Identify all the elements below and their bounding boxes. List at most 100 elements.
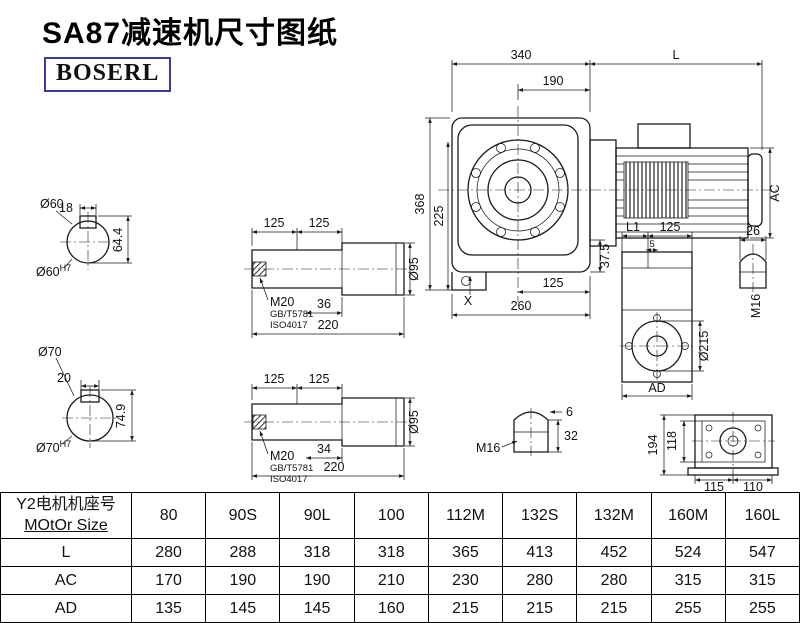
value-cell: 210: [353, 566, 429, 595]
shaft-section-60: 18 64.4 Ø60 Ø60H7: [36, 197, 132, 279]
dim-220: 220: [318, 318, 339, 332]
value-cell: 524: [650, 538, 726, 567]
value-cell: 255: [724, 594, 800, 623]
dim-key-depth-74-9: 74.9: [114, 404, 128, 428]
col-header-90s: 90S: [205, 492, 281, 539]
col-header-160l: 160L: [724, 492, 800, 539]
dim-125-b: 125: [309, 216, 330, 230]
dim-L1: L1: [626, 220, 640, 234]
dim-220: 220: [324, 460, 345, 474]
dim-6: 6: [566, 405, 573, 419]
value-cell: 215: [502, 594, 578, 623]
plug-detail: 6 32 M16: [476, 405, 578, 456]
dim-125-a: 125: [264, 372, 285, 386]
dim-125-b: 125: [309, 372, 330, 386]
dim-key-width-20: 20: [57, 371, 71, 385]
shaft-detail-top: 125 125 M20 GB/T5781 ISO4017 36 220 Ø95: [244, 216, 421, 338]
dim-key-width-18: 18: [59, 201, 73, 215]
label-m20: M20: [270, 295, 294, 309]
motor-size-header-cell: Y2电机机座号 MOtOr Size: [0, 492, 132, 539]
dim-36: 36: [317, 297, 331, 311]
dim-110: 110: [743, 480, 763, 492]
col-header-112m: 112M: [427, 492, 504, 539]
label-m20: M20: [270, 449, 294, 463]
value-cell: 315: [724, 566, 800, 595]
table-row-AC: AC 170 190 190 210 230 280 280 315 315: [0, 566, 800, 595]
col-header-90l: 90L: [279, 492, 355, 539]
dim-d215: Ø215: [697, 331, 711, 362]
dim-115: 115: [704, 480, 724, 492]
label-gb-std: GB/T5781: [270, 309, 313, 320]
dim-340: 340: [511, 48, 532, 62]
value-cell: 547: [724, 538, 800, 567]
boserl-logo: BOSERL: [44, 57, 172, 92]
dim-118: 118: [665, 431, 679, 451]
page-title: SA87减速机尺寸图纸: [42, 17, 339, 50]
col-header-160m: 160M: [650, 492, 726, 539]
dim-32: 32: [564, 429, 578, 443]
value-cell: 315: [650, 566, 726, 595]
shaft-section-70: 20 74.9 Ø70 Ø70H7: [36, 345, 136, 455]
dim-26: 26: [746, 224, 760, 238]
value-cell: 190: [279, 566, 355, 595]
value-cell: 318: [279, 538, 355, 567]
dim-AD: AD: [648, 381, 665, 395]
label-m16-plug: M16: [476, 441, 500, 455]
value-cell: 280: [502, 566, 578, 595]
dim-368: 368: [413, 194, 427, 215]
gearbox-bottom-view: 194 118 115 110: [646, 412, 779, 492]
value-cell: 215: [427, 594, 504, 623]
value-cell: 190: [205, 566, 281, 595]
table-row-L: L 280 288 318 318 365 413 452 524 547: [0, 538, 800, 567]
gearbox-side-view: L1 125 5 26 M16 Ø215 AD: [620, 220, 767, 400]
label-d70: Ø70: [38, 345, 62, 359]
logo-text: BOSERL: [56, 60, 160, 86]
dim-AC: AC: [768, 184, 782, 201]
row-label-AD: AD: [0, 594, 132, 623]
value-cell: 170: [130, 566, 207, 595]
value-cell: 452: [576, 538, 652, 567]
gearbox-motor-view: [438, 106, 778, 302]
label-d60-h7: Ø60H7: [36, 263, 71, 279]
technical-drawing: 340 L 190 368 225 37.5 125 260 X AC: [36, 48, 782, 492]
label-gb-std: GB/T5781: [270, 463, 313, 474]
value-cell: 280: [130, 538, 207, 567]
value-cell: 160: [353, 594, 429, 623]
value-cell: 255: [650, 594, 726, 623]
value-cell: 145: [205, 594, 281, 623]
label-d60: Ø60: [40, 197, 64, 211]
gearbox-motor-dimensions: 340 L 190 368 225 37.5 125 260 X AC: [413, 48, 782, 319]
dim-37-5: 37.5: [598, 244, 612, 268]
dim-d95: Ø95: [407, 410, 421, 434]
col-header-80: 80: [130, 492, 207, 539]
col-header-132m: 132M: [576, 492, 652, 539]
table-header-row: Y2电机机座号 MOtOr Size 80 90S 90L 100 112M 1…: [0, 492, 800, 539]
dim-L: L: [673, 48, 680, 62]
row-label-L: L: [0, 538, 132, 567]
shaft-detail-bottom: 125 125 M20 GB/T5781 ISO4017 34 220 Ø95: [244, 372, 421, 485]
dim-190: 190: [543, 74, 564, 88]
dim-d95: Ø95: [407, 257, 421, 281]
value-cell: 318: [353, 538, 429, 567]
label-m16-side: M16: [749, 294, 763, 318]
label-iso-std: ISO4017: [270, 320, 308, 331]
dim-125-a: 125: [264, 216, 285, 230]
label-X: X: [464, 294, 473, 308]
value-cell: 135: [130, 594, 207, 623]
value-cell: 230: [427, 566, 504, 595]
motor-size-header-cn: Y2电机机座号: [16, 495, 116, 513]
table-row-AD: AD 135 145 145 160 215 215 215 255 255: [0, 594, 800, 623]
dim-5: 5: [649, 239, 654, 250]
col-header-100: 100: [353, 492, 429, 539]
dim-225: 225: [432, 206, 446, 227]
label-d70-h7: Ø70H7: [36, 439, 71, 455]
dim-125-side: 125: [660, 220, 681, 234]
row-label-AC: AC: [0, 566, 132, 595]
value-cell: 145: [279, 594, 355, 623]
dim-key-depth-64-4: 64.4: [111, 228, 125, 252]
dim-194: 194: [646, 435, 660, 456]
dim-125-main: 125: [543, 276, 564, 290]
value-cell: 365: [427, 538, 504, 567]
motor-size-table: Y2电机机座号 MOtOr Size 80 90S 90L 100 112M 1…: [0, 492, 800, 623]
motor-size-header-en: MOtOr Size: [24, 516, 108, 534]
